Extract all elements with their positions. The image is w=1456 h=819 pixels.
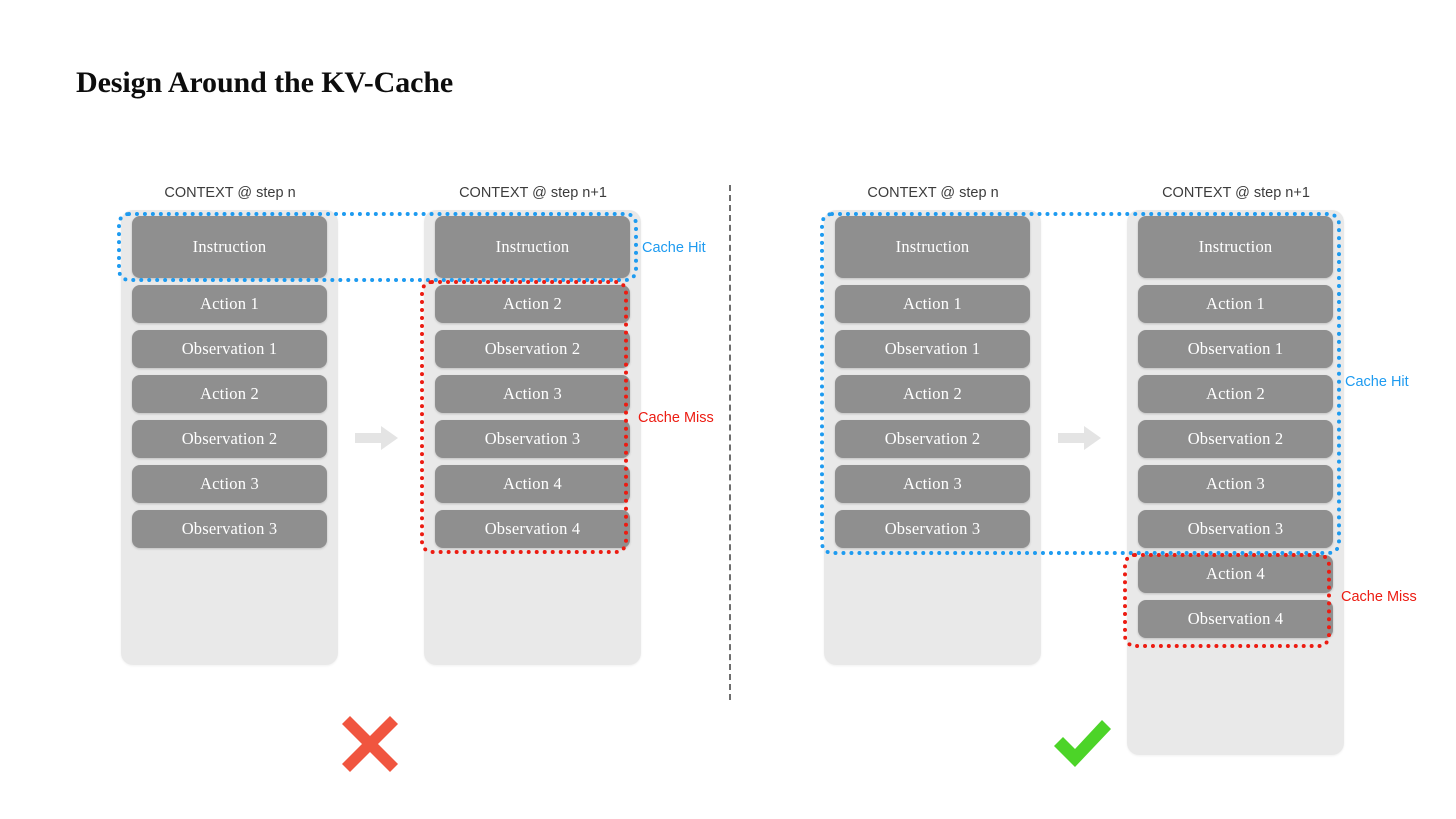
arrow-right-icon	[353, 423, 401, 453]
cache-hit-label: Cache Hit	[642, 240, 706, 256]
block-observation-3[interactable]: Observation 3	[1138, 510, 1333, 548]
block-action-1[interactable]: Action 1	[1138, 285, 1333, 323]
cache-miss-label: Cache Miss	[1341, 589, 1417, 605]
block-action-1[interactable]: Action 1	[132, 285, 327, 323]
block-action-2[interactable]: Action 2	[1138, 375, 1333, 413]
block-action-3[interactable]: Action 3	[132, 465, 327, 503]
block-action-4[interactable]: Action 4	[435, 465, 630, 503]
block-observation-4[interactable]: Observation 4	[1138, 600, 1333, 638]
check-mark-icon	[1050, 712, 1114, 776]
context-stack-step-n: Instruction Action 1 Observation 1 Actio…	[121, 210, 338, 665]
block-observation-4[interactable]: Observation 4	[435, 510, 630, 548]
page-title: Design Around the KV-Cache	[76, 66, 454, 99]
block-observation-1[interactable]: Observation 1	[132, 330, 327, 368]
block-action-2[interactable]: Action 2	[132, 375, 327, 413]
block-observation-3[interactable]: Observation 3	[835, 510, 1030, 548]
cache-hit-label: Cache Hit	[1345, 374, 1409, 390]
column-header-step-n1: CONTEXT @ step n+1	[1162, 185, 1310, 201]
block-instruction[interactable]: Instruction	[1138, 216, 1333, 278]
context-stack-step-n: Instruction Action 1 Observation 1 Actio…	[824, 210, 1041, 665]
arrow-right-icon	[1056, 423, 1104, 453]
block-action-3[interactable]: Action 3	[835, 465, 1030, 503]
block-observation-3[interactable]: Observation 3	[435, 420, 630, 458]
block-action-3[interactable]: Action 3	[435, 375, 630, 413]
block-instruction[interactable]: Instruction	[835, 216, 1030, 278]
column-header-step-n: CONTEXT @ step n	[164, 185, 296, 201]
block-observation-2[interactable]: Observation 2	[132, 420, 327, 458]
column-header-step-n1: CONTEXT @ step n+1	[459, 185, 607, 201]
block-observation-3[interactable]: Observation 3	[132, 510, 327, 548]
panel-bad-example: CONTEXT @ step n CONTEXT @ step n+1 Inst…	[110, 185, 730, 785]
block-action-1[interactable]: Action 1	[835, 285, 1030, 323]
cache-miss-label: Cache Miss	[638, 410, 714, 426]
panel-divider	[729, 185, 731, 700]
block-observation-2[interactable]: Observation 2	[435, 330, 630, 368]
block-observation-1[interactable]: Observation 1	[835, 330, 1030, 368]
column-header-step-n: CONTEXT @ step n	[867, 185, 999, 201]
block-observation-1[interactable]: Observation 1	[1138, 330, 1333, 368]
block-action-4[interactable]: Action 4	[1138, 555, 1333, 593]
cross-mark-icon	[338, 712, 402, 776]
context-stack-step-n1: Instruction Action 1 Observation 1 Actio…	[1127, 210, 1344, 755]
block-action-2[interactable]: Action 2	[435, 285, 630, 323]
block-observation-2[interactable]: Observation 2	[835, 420, 1030, 458]
block-observation-2[interactable]: Observation 2	[1138, 420, 1333, 458]
panel-good-example: CONTEXT @ step n CONTEXT @ step n+1 Inst…	[813, 185, 1433, 785]
block-action-3[interactable]: Action 3	[1138, 465, 1333, 503]
block-instruction[interactable]: Instruction	[435, 216, 630, 278]
block-instruction[interactable]: Instruction	[132, 216, 327, 278]
block-action-2[interactable]: Action 2	[835, 375, 1030, 413]
context-stack-step-n1: Instruction Action 2 Observation 2 Actio…	[424, 210, 641, 665]
